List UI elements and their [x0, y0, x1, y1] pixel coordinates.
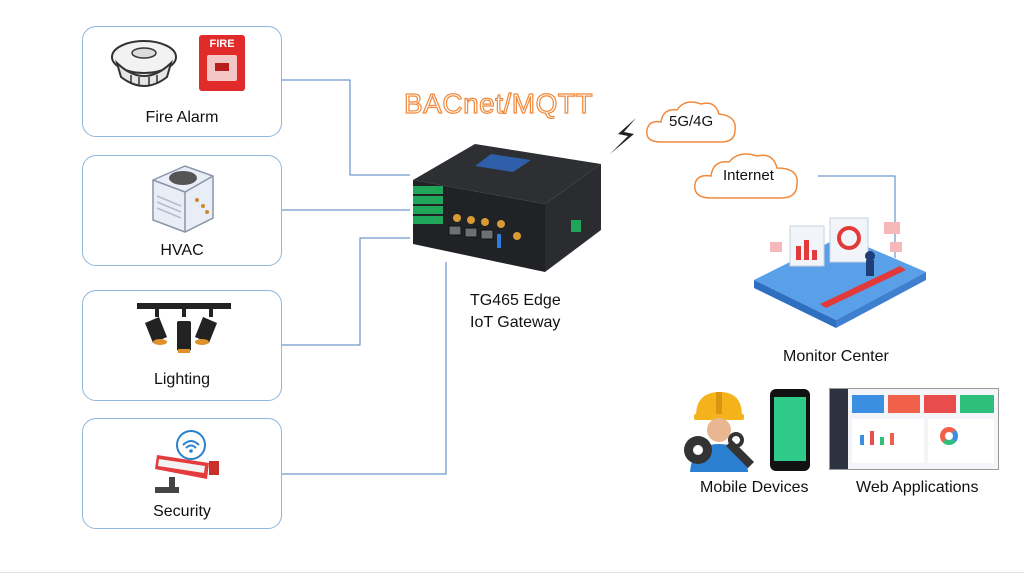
lighting-box: Lighting [82, 290, 282, 401]
lighting-label: Lighting [153, 371, 211, 388]
bottom-divider [0, 572, 1024, 573]
hvac-unit-icon [152, 165, 214, 233]
monitor-center-icon [754, 217, 926, 328]
mobile-devices-label: Mobile Devices [700, 479, 809, 496]
hvac-box: HVAC [82, 155, 282, 266]
web-applications-label: Web Applications [856, 479, 979, 496]
connector-security [282, 262, 447, 475]
connector-fire [282, 79, 410, 176]
fire-alarm-box: FIRE Fire Alarm [82, 26, 282, 137]
gateway-device-icon [413, 144, 601, 272]
protocol-label: BACnet/MQTT [403, 87, 594, 119]
connector-lighting [282, 237, 410, 346]
security-label: Security [153, 503, 211, 520]
fire-alarm-label: Fire Alarm [145, 109, 219, 126]
security-box: Security [82, 418, 282, 529]
track-light-icon [137, 303, 231, 353]
smartphone-icon [770, 389, 810, 471]
gateway-label-line2: IoT Gateway [470, 314, 561, 331]
cellular-label: 5G/4G [669, 113, 714, 130]
internet-label: Internet [723, 167, 774, 184]
gateway-label-line1: TG465 Edge [470, 292, 561, 309]
cellular-cloud-icon [646, 101, 736, 143]
worker-engineer-icon [684, 392, 754, 472]
internet-cloud-icon [694, 153, 798, 199]
smoke-detector-icon [111, 40, 177, 87]
hvac-label: HVAC [160, 242, 204, 259]
monitor-center-label: Monitor Center [783, 348, 889, 365]
security-camera-icon [155, 430, 219, 493]
fire-sign-text: FIRE [209, 38, 235, 50]
wireless-lightning-icon [610, 118, 636, 154]
fire-alarm-pull-station-icon: FIRE [199, 35, 245, 91]
web-dashboard-icon [829, 388, 999, 470]
